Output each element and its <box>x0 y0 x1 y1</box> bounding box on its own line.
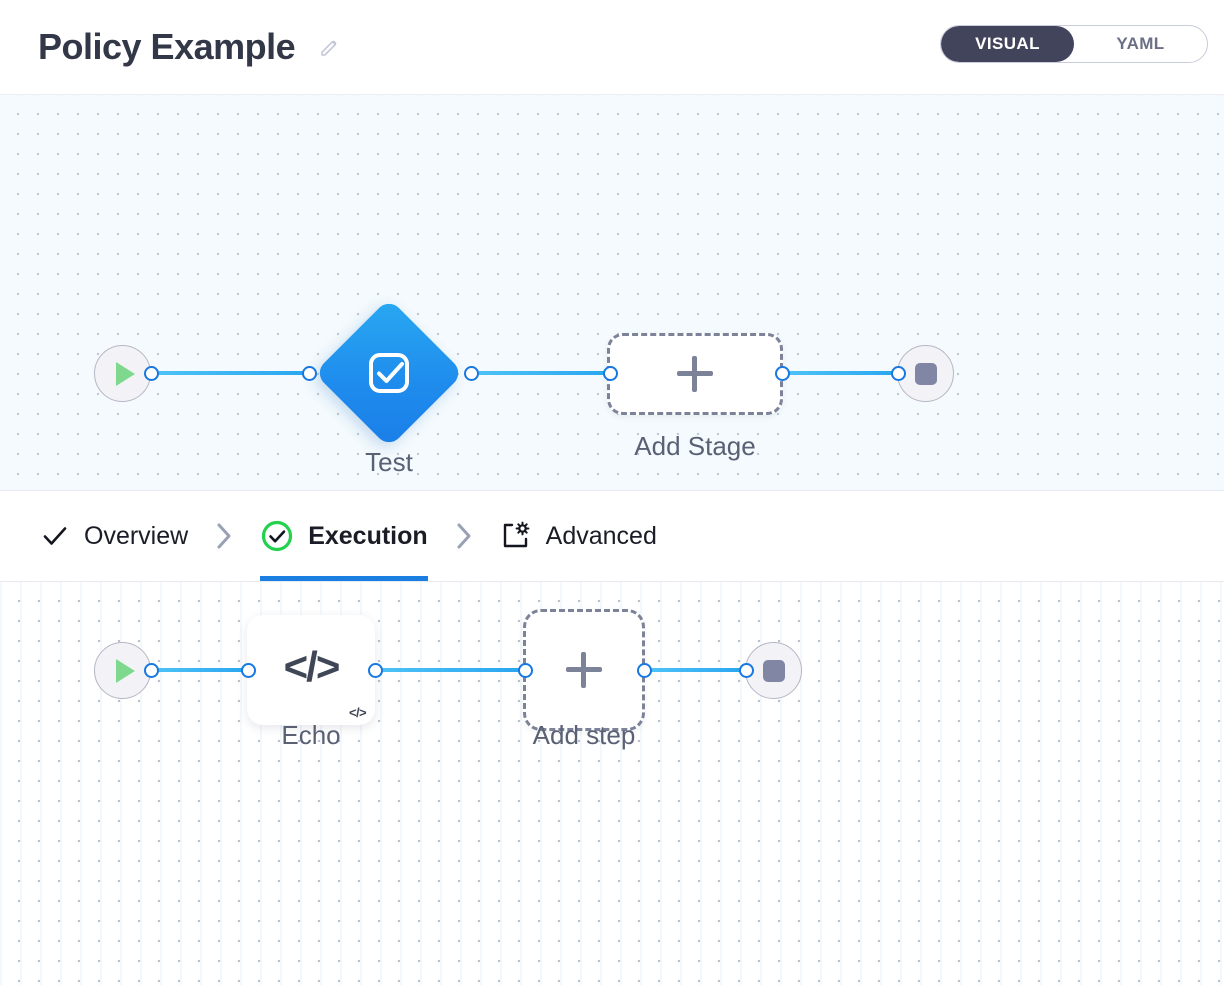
config-gear-icon <box>500 520 532 552</box>
tab-advanced[interactable]: Advanced <box>500 491 657 581</box>
edge-start-to-echo <box>152 668 249 672</box>
play-icon <box>116 361 135 386</box>
page-title: Policy Example <box>38 26 296 67</box>
add-stage-button[interactable] <box>607 333 783 415</box>
plus-icon <box>677 356 713 392</box>
chevron-right-icon-2 <box>428 520 500 552</box>
port-addstage-out[interactable] <box>775 366 790 381</box>
tab-execution-label: Execution <box>308 521 428 550</box>
toggle-visual[interactable]: VISUAL <box>941 26 1074 62</box>
tab-execution[interactable]: Execution <box>260 491 429 581</box>
step-canvas[interactable]: </> </> Echo Add step <box>0 581 1224 985</box>
stage-end-node[interactable] <box>897 345 954 402</box>
stop-icon <box>762 659 785 682</box>
stage-label-test: Test <box>365 447 413 477</box>
port-step-start-out[interactable] <box>144 663 159 678</box>
check-square-icon <box>315 299 463 447</box>
section-tabbar[interactable]: Overview Execution Advanced <box>0 491 1224 581</box>
port-test-in[interactable] <box>302 366 317 381</box>
start-circle-step[interactable] <box>94 642 151 699</box>
port-start-out[interactable] <box>144 366 159 381</box>
port-addstep-in[interactable] <box>518 663 533 678</box>
end-circle[interactable] <box>897 345 954 402</box>
stage-start-node[interactable] <box>94 345 151 402</box>
port-addstep-out[interactable] <box>637 663 652 678</box>
page-header: Policy Example VISUAL YAML <box>0 0 1224 95</box>
port-step-end-in[interactable] <box>739 663 754 678</box>
port-end-in[interactable] <box>891 366 906 381</box>
toggle-yaml[interactable]: YAML <box>1116 34 1165 53</box>
start-circle[interactable] <box>94 345 151 402</box>
step-label-echo: Echo <box>281 720 341 750</box>
add-step-button[interactable] <box>523 609 645 731</box>
port-test-out[interactable] <box>464 366 479 381</box>
step-node-echo[interactable]: </> </> <box>247 615 375 725</box>
port-addstage-in[interactable] <box>603 366 618 381</box>
check-circle-icon <box>260 519 294 553</box>
step-start-node[interactable] <box>94 642 151 699</box>
edge-addstep-to-end <box>645 668 745 672</box>
edge-start-to-test <box>152 371 310 375</box>
code-badge-icon: </> <box>349 705 367 720</box>
add-step-label: Add step <box>532 720 636 750</box>
edge-echo-to-addstep <box>376 668 521 672</box>
view-mode-toggle[interactable]: VISUAL YAML <box>940 25 1208 63</box>
stage-node-test[interactable] <box>314 298 464 448</box>
code-icon: </> <box>283 643 341 690</box>
plus-icon <box>566 652 602 688</box>
edge-addstage-to-end <box>783 371 897 375</box>
stop-icon <box>914 362 937 385</box>
check-icon <box>40 521 70 551</box>
play-icon <box>116 658 135 683</box>
tab-advanced-label: Advanced <box>545 521 657 550</box>
tab-overview-label: Overview <box>84 521 189 550</box>
port-echo-in[interactable] <box>241 663 256 678</box>
add-stage-label: Add Stage <box>634 431 756 461</box>
pencil-icon[interactable] <box>317 34 343 60</box>
chevron-right-icon <box>188 520 260 552</box>
stage-canvas[interactable]: Test Add Stage <box>0 95 1224 491</box>
edge-test-to-addstage <box>472 371 612 375</box>
port-echo-out[interactable] <box>368 663 383 678</box>
tab-overview[interactable]: Overview <box>40 491 188 581</box>
